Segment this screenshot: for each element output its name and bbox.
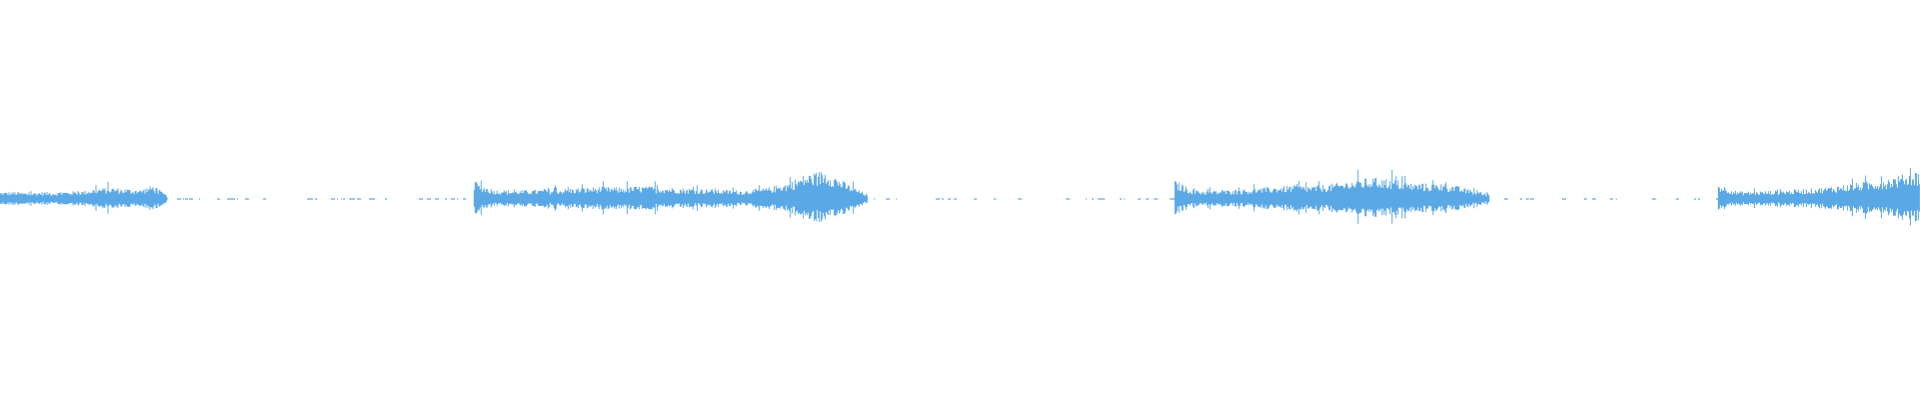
waveform-segment-3 xyxy=(1174,169,1490,224)
waveform-segment-1 xyxy=(0,181,168,214)
waveform-segment-2 xyxy=(473,172,868,222)
waveform-segment-4 xyxy=(1717,168,1920,226)
waveform-bars xyxy=(0,168,1920,226)
